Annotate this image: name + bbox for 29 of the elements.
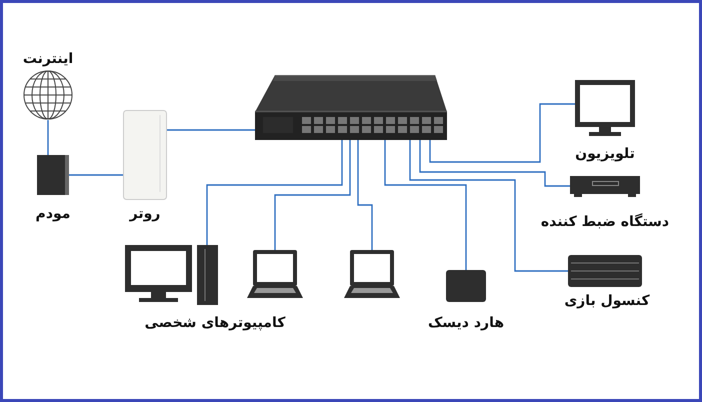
cable-line — [384, 140, 467, 270]
cable-line — [69, 174, 123, 176]
television-drawing — [575, 80, 635, 136]
cable-line — [357, 140, 373, 250]
cable-line — [274, 140, 351, 250]
recorder-drawing — [570, 176, 640, 197]
router-drawing — [123, 110, 167, 200]
hard-disk-drawing — [446, 270, 486, 302]
desktop-computer-drawing — [125, 245, 218, 305]
laptop-drawing — [344, 250, 400, 298]
cable-line — [206, 140, 343, 245]
cable-line — [419, 140, 570, 187]
device-label: اینترنت — [22, 51, 74, 67]
device-label: هارد دیسک — [428, 315, 504, 331]
laptop-drawing — [247, 250, 303, 298]
device-label: مودم — [36, 206, 70, 222]
modem-drawing — [37, 155, 69, 195]
globe-drawing — [23, 70, 73, 120]
device-label: روتر — [130, 206, 160, 222]
device-label: کنسول بازی — [564, 293, 650, 309]
cable-line — [409, 140, 568, 272]
game-console-drawing — [568, 255, 642, 287]
device-label: تلویزیون — [575, 146, 635, 162]
cable-line — [47, 120, 49, 155]
cable-line — [429, 103, 575, 163]
group-label: کامپیوترهای شخصی — [144, 315, 286, 331]
cable-line — [167, 129, 255, 131]
switch-drawing — [255, 75, 447, 140]
device-label: دستگاه ضبط کننده — [540, 214, 670, 230]
